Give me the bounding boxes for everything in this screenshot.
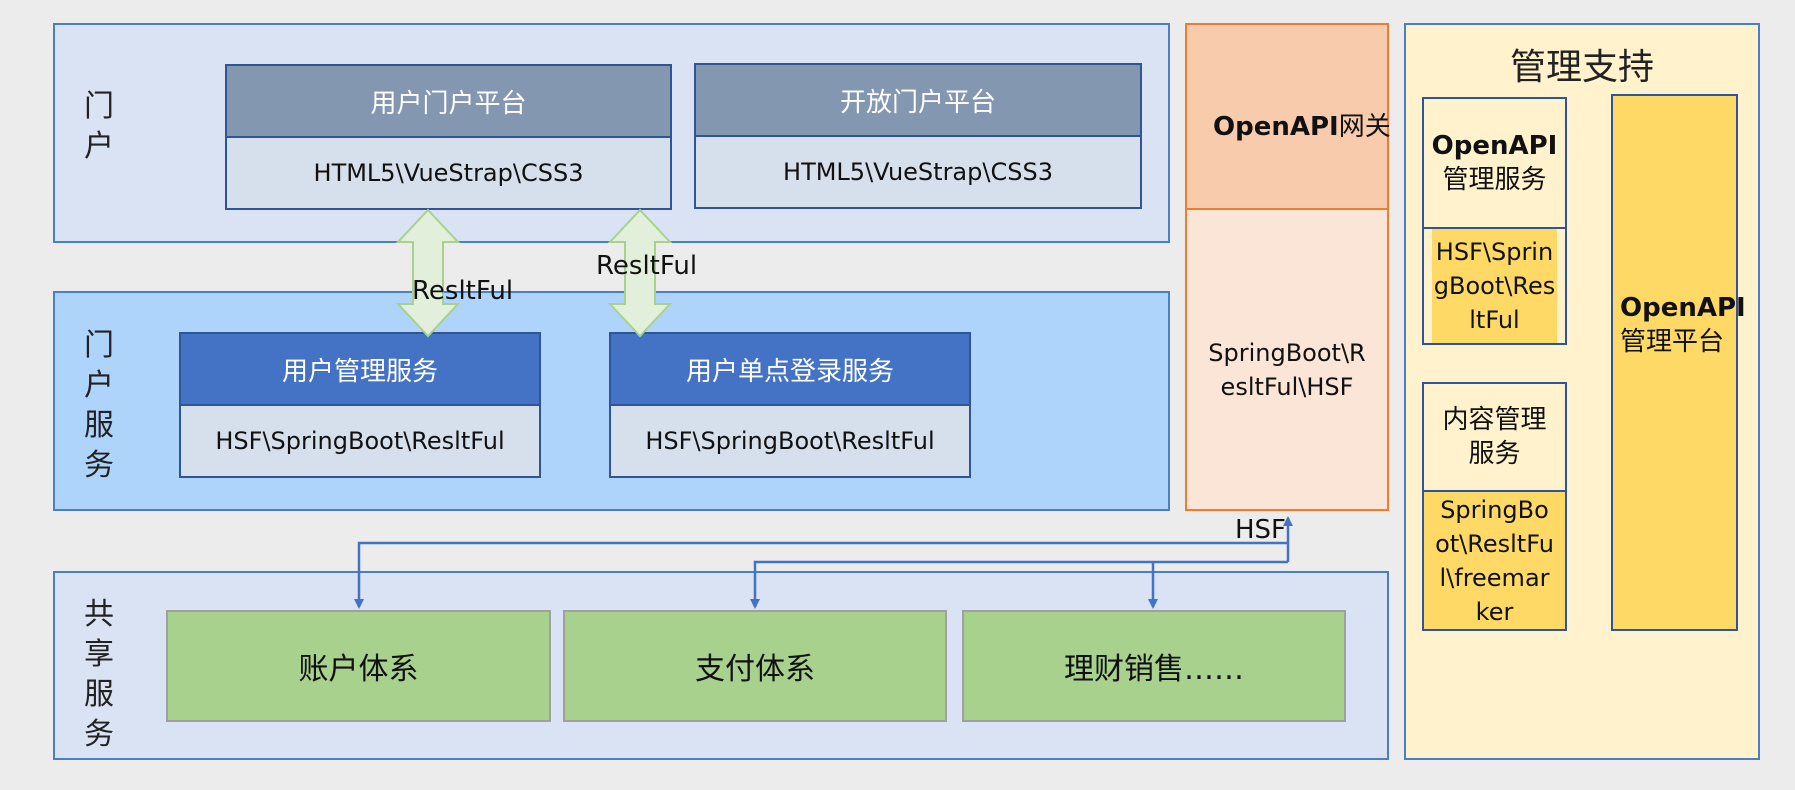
content-management-service-title: 内容管理服务	[1436, 384, 1553, 490]
shared-item-wealth: 理财销售……	[962, 610, 1346, 722]
user-management-service-card: 用户管理服务 HSF\SpringBoot\ResltFul	[179, 332, 541, 478]
hsf-connector	[354, 516, 1293, 609]
gateway-column: SpringBoot\ResltFul\HSF	[1185, 23, 1389, 511]
open-portal-tech: HTML5\VueStrap\CSS3	[696, 137, 1140, 207]
user-sso-service-title: 用户单点登录服务	[611, 334, 969, 406]
content-management-service-card: 内容管理服务 SpringBoot\ResltFul\freemarker	[1422, 382, 1567, 631]
openapi-platform-card	[1611, 94, 1738, 631]
gateway-title-bold: OpenAPI	[1213, 112, 1339, 142]
user-management-service-tech: HSF\SpringBoot\ResltFul	[181, 406, 539, 476]
hsf-label: HSF	[1235, 515, 1286, 545]
gateway-title: OpenAPI网关	[1213, 106, 1391, 143]
open-portal-card: 开放门户平台 HTML5\VueStrap\CSS3	[694, 63, 1142, 209]
portal-services-label: 门户服务	[84, 328, 114, 483]
openapi-management-service-title: OpenAPI 管理服务	[1424, 99, 1565, 229]
user-sso-service-tech: HSF\SpringBoot\ResltFul	[611, 406, 969, 476]
content-management-service-tech-bg	[1424, 492, 1565, 629]
user-management-service-title: 用户管理服务	[181, 334, 539, 406]
openapi-platform-title: OpenAPI 管理平台	[1620, 291, 1746, 359]
content-management-service-tech: SpringBoot\ResltFul\freemarker	[1435, 495, 1554, 626]
openapi-management-service-title-bold: OpenAPI	[1431, 131, 1558, 161]
openapi-management-service-card: OpenAPI 管理服务 HSF\SpringBoot\ResltFul	[1422, 97, 1567, 345]
shared-item-payment: 支付体系	[563, 610, 947, 722]
openapi-platform-title-bold: OpenAPI	[1620, 293, 1746, 323]
resltful-label-right: ResltFul	[596, 251, 697, 281]
resltful-arrow-right	[607, 208, 673, 338]
management-title: 管理支持	[1509, 47, 1654, 88]
shared-item-account: 账户体系	[166, 610, 551, 722]
gateway-tech: SpringBoot\ResltFul\HSF	[1208, 339, 1366, 401]
user-portal-tech: HTML5\VueStrap\CSS3	[227, 138, 670, 208]
openapi-platform-title-rest: 管理平台	[1620, 327, 1725, 357]
openapi-management-service-title-rest: 管理服务	[1442, 165, 1547, 195]
resltful-arrow-left	[395, 208, 461, 338]
shared-services-label: 共享服务	[84, 597, 114, 752]
open-portal-title: 开放门户平台	[696, 65, 1140, 137]
user-portal-title: 用户门户平台	[227, 66, 670, 138]
openapi-management-service-tech: HSF\SpringBoot\ResltFul	[1432, 229, 1557, 343]
user-portal-card: 用户门户平台 HTML5\VueStrap\CSS3	[225, 64, 672, 210]
resltful-label-left: ResltFul	[412, 276, 513, 306]
user-sso-service-card: 用户单点登录服务 HSF\SpringBoot\ResltFul	[609, 332, 971, 478]
gateway-title-rest: 网关	[1338, 112, 1391, 142]
content-management-service-divider	[1424, 490, 1565, 492]
portal-label: 门户	[84, 89, 114, 164]
gateway-head	[1187, 25, 1387, 210]
